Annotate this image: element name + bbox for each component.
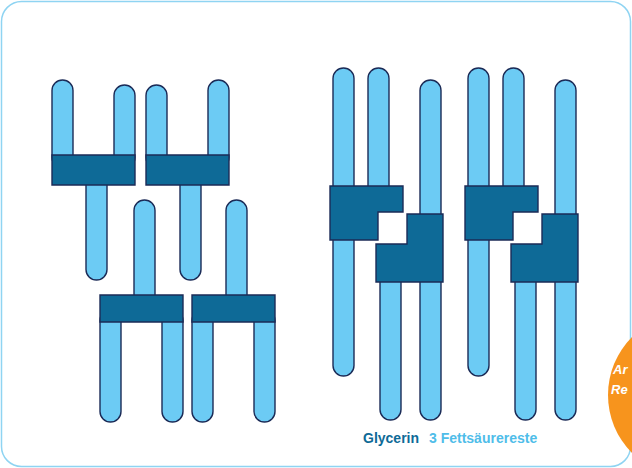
- fatty-acid-chain: [420, 80, 441, 228]
- fatty-acid-chain: [555, 80, 576, 228]
- glycerol-block: [100, 295, 183, 322]
- fatty-acid-chain: [86, 172, 107, 280]
- fatty-acid-chain: [468, 228, 489, 376]
- fatty-acid-chain: [192, 310, 213, 422]
- glycerol-block: [511, 214, 578, 282]
- badge: [608, 313, 632, 468]
- badge-text: Re: [611, 382, 628, 398]
- fatty-acid-chain: [134, 200, 155, 308]
- glycerol-block: [192, 295, 275, 322]
- fatty-acid-chain: [254, 310, 275, 422]
- fatty-acid-chain: [333, 68, 354, 200]
- fatty-acid-chain: [555, 270, 576, 420]
- glycerol-block: [376, 214, 443, 282]
- fatty-acid-chain: [100, 310, 121, 422]
- glycerol-block: [330, 186, 403, 240]
- fatty-acid-chain: [162, 310, 183, 422]
- legend-label: Glycerin: [363, 430, 419, 446]
- legend-label: 3 Fettsäurereste: [429, 430, 537, 446]
- glycerol-block: [146, 155, 229, 185]
- fatty-acid-chain: [333, 228, 354, 376]
- fatty-acid-chain: [180, 172, 201, 280]
- fatty-acid-chain: [226, 200, 247, 308]
- molecules: [52, 68, 578, 422]
- fatty-acid-chain: [515, 270, 536, 420]
- glycerol-block: [465, 186, 538, 240]
- fatty-acid-chain: [380, 270, 401, 420]
- fatty-acid-chain: [420, 270, 441, 420]
- fatty-acid-chain: [468, 68, 489, 200]
- fatty-acid-chain: [368, 68, 389, 200]
- glycerol-block: [52, 155, 135, 185]
- badge-text: Ar: [613, 362, 627, 378]
- fatty-acid-chain: [503, 68, 524, 200]
